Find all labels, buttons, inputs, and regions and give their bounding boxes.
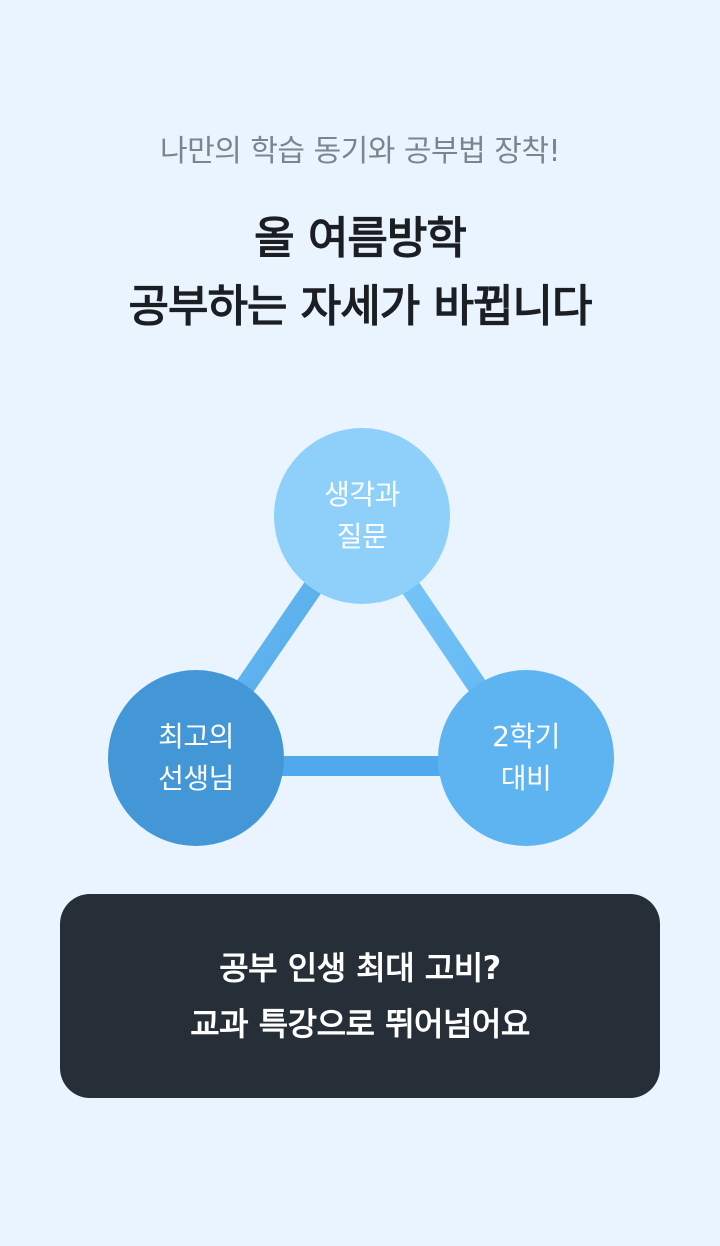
circle-top-label-1: 생각과: [324, 478, 400, 511]
headline: 올 여름방학 공부하는 자세가 바뀝니다: [0, 205, 720, 341]
banner-line-1: 공부 인생 최대 고비?: [219, 949, 501, 987]
circle-second-semester: 2학기 대비: [438, 670, 614, 846]
headline-line-2: 공부하는 자세가 바뀝니다: [128, 281, 593, 332]
subtitle: 나만의 학습 동기와 공부법 장착!: [160, 134, 560, 169]
circle-top-label-2: 질문: [336, 520, 388, 553]
banner-line-2: 교과 특강으로 뛰어넘어요: [190, 1005, 530, 1043]
circle-right-label-1: 2학기: [492, 720, 560, 753]
cta-banner: 공부 인생 최대 고비? 교과 특강으로 뛰어넘어요: [60, 894, 660, 1098]
headline-line-1: 올 여름방학: [254, 213, 467, 264]
circle-best-teacher: 최고의 선생님: [108, 670, 284, 846]
circle-left-label-2: 선생님: [158, 762, 234, 795]
circle-right-label-2: 대비: [500, 762, 552, 795]
circle-thinking-questions: 생각과 질문: [274, 428, 450, 604]
circle-left-label-1: 최고의: [158, 720, 234, 753]
